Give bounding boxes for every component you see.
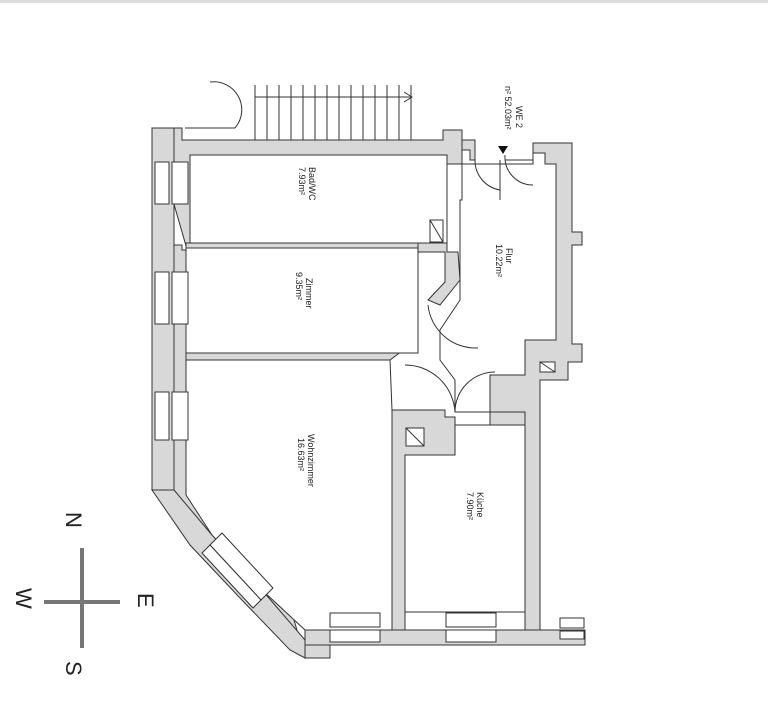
unit-name-label: WE 2 [514, 106, 524, 128]
bad-name-label: Bad/WC [307, 167, 317, 201]
windows-south [329, 612, 585, 643]
flur-area-label: 10.22m² [494, 244, 504, 277]
room-wohnzimmer [185, 359, 393, 631]
bad-area-label: 7.93m² [297, 167, 307, 195]
zimmer-name-label: Zimmer [304, 278, 314, 309]
flur-name-label: Flur [504, 248, 514, 264]
top-border [0, 0, 768, 3]
unit-area-label: n² 52.03m² [503, 86, 513, 130]
zimmer-area-label: 9.35m² [294, 272, 304, 300]
compass-south-label: S [61, 661, 86, 676]
shafts [405, 219, 556, 447]
room-labels: WE 2 n² 52.03m² Bad/WC 7.93m² Zimmer 9.3… [294, 86, 524, 520]
entrance-marker [498, 146, 508, 154]
compass: N E S W [11, 512, 158, 676]
windows-west [154, 161, 189, 441]
kueche-area-label: 7.90m² [465, 492, 475, 520]
door-swings [185, 81, 534, 413]
compass-north-label: N [61, 512, 86, 528]
compass-east-label: E [133, 593, 158, 608]
window-diagonal [201, 532, 274, 609]
wohnzimmer-name-label: Wohnzimmer [306, 434, 316, 487]
staircase [254, 85, 413, 140]
kueche-name-label: Küche [475, 492, 485, 518]
wohnzimmer-area-label: 16.63m² [296, 438, 306, 471]
room-kueche [404, 424, 526, 613]
room-bad [189, 154, 448, 244]
room-zimmer [185, 247, 419, 354]
compass-west-label: W [11, 588, 36, 609]
